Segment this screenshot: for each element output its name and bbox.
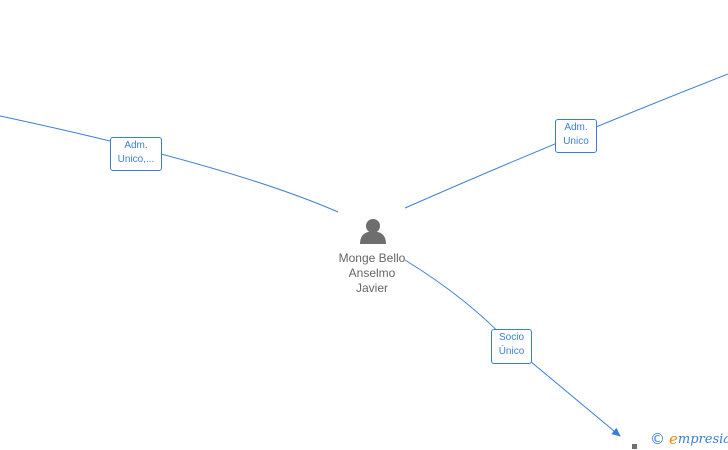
edge-label-line: Único [498,346,525,357]
company-node-marker[interactable] [632,444,637,449]
brand-e-letter: e [669,430,678,448]
empresia-logo: © e mpresia [650,430,728,448]
edge-label-line: Socio [498,332,524,343]
person-name-line-2: Anselmo [348,266,396,280]
copyright-icon: © [650,430,665,448]
edge-label-adm-unico-right[interactable]: Adm. Unico [555,119,597,153]
edge-label-socio-unico[interactable]: Socio Único [491,329,532,364]
edge-label-line: Unico,... [117,154,155,165]
edge-label-line: Unico [563,136,589,147]
brand-name-rest: mpresia [677,431,728,447]
person-name-line-3: Javier [355,281,388,295]
person-icon[interactable] [360,219,386,244]
edge-label-adm-unico-left[interactable]: Adm. Unico,... [110,137,162,171]
person-name[interactable]: Monge Bello Anselmo Javier [318,251,426,296]
edge-label-line: Adm. [124,140,148,151]
edge-label-line: Adm. [564,122,588,133]
edge-line-left [0,115,339,213]
person-name-line-1: Monge Bello [338,251,406,265]
